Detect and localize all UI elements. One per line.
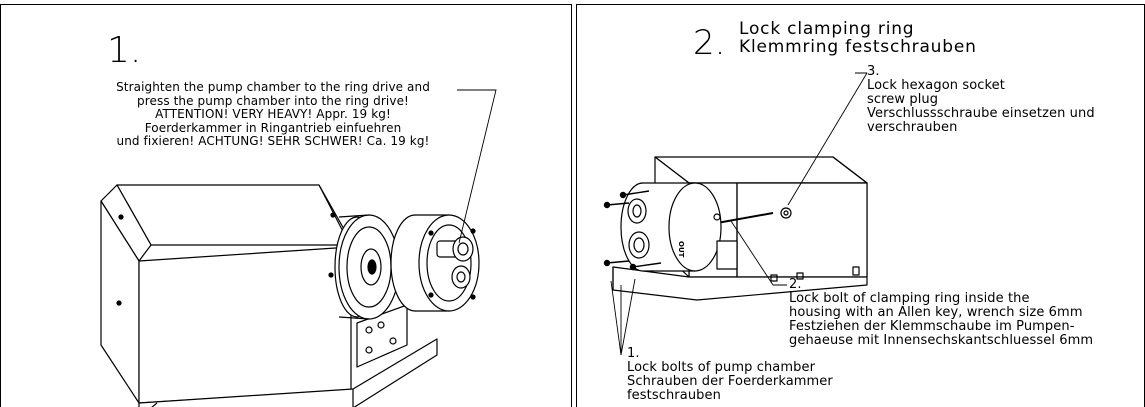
housing-long-face xyxy=(736,182,868,278)
callout-line: festschrauben xyxy=(627,388,721,403)
callout-line: Verschlussschraube einsetzen und xyxy=(867,106,1095,121)
callout-index: 3. xyxy=(867,64,880,79)
instruction-line: ATTENTION! VERY HEAVY! Appr. 19 kg! xyxy=(155,107,391,121)
instruction-line: press the pump chamber into the ring dri… xyxy=(137,93,409,108)
callout-line: Lock bolts of pump chamber xyxy=(627,360,816,375)
callout-2: 2. Lock bolt of clamping ring inside the… xyxy=(789,278,1093,348)
callout-3: 3. Lock hexagon socket screw plug Versch… xyxy=(867,65,1095,135)
title-german: Klemmring festschrauben xyxy=(739,37,977,57)
callout-2-leader xyxy=(730,220,787,286)
instruction-line: und fixieren! ACHTUNG! SEHR SCHWER! Ca. … xyxy=(116,134,430,148)
pump-chamber xyxy=(620,182,738,272)
allen-key xyxy=(716,212,774,224)
out-marking: OUT xyxy=(677,241,685,258)
callout-1: 1. Lock bolts of pump chamber Schrauben … xyxy=(627,347,833,403)
mounting-bracket xyxy=(356,304,408,368)
pump-chamber xyxy=(390,214,480,312)
hexagon-socket-plug xyxy=(780,207,792,219)
callout-line: Lock bolt of clamping ring inside the xyxy=(789,291,1030,306)
housing-long-face xyxy=(138,246,352,404)
step-1-instructions: Straighten the pump chamber to the ring … xyxy=(71,80,475,149)
step-2-drawing: OUT xyxy=(603,72,868,356)
step-number: 1. xyxy=(107,30,142,71)
housing-top-face xyxy=(654,156,868,184)
callout-line: housing with an Allen key, wrench size 6… xyxy=(789,305,1083,320)
callout-line: Festziehen der Klemmschaube im Pumpen- xyxy=(789,319,1075,334)
callout-index: 1. xyxy=(627,346,640,361)
housing-screw-icon xyxy=(118,214,124,220)
callout-leader-line xyxy=(457,89,497,244)
callout-3-leader xyxy=(787,72,868,206)
title-english: Lock clamping ring xyxy=(739,19,915,39)
ring-drive xyxy=(334,214,400,320)
callout-line: gehaeuse mit Innensechskantschluessel 6m… xyxy=(789,333,1094,348)
callout-line: screw plug xyxy=(867,92,939,107)
callout-line: Lock hexagon socket xyxy=(867,78,1005,93)
chamber-bolts xyxy=(603,190,662,271)
step-2-title: Lock clamping ring Klemmring festschraub… xyxy=(739,20,977,56)
step-number: 2. xyxy=(693,23,726,63)
callout-index: 2. xyxy=(789,277,802,292)
step-1-drawing xyxy=(100,89,497,407)
callout-1-leader xyxy=(610,280,622,356)
instruction-line: Foerderkammer in Ringantrieb einfuehren xyxy=(144,120,402,135)
callout-line: verschrauben xyxy=(867,120,958,135)
instruction-line: Straighten the pump chamber to the ring … xyxy=(116,80,430,94)
step-2-panel: OUT 2. Lock clamping ring Klemmring fest… xyxy=(576,4,1145,407)
housing-top-face xyxy=(116,184,354,246)
callout-line: Schrauben der Foerderkammer xyxy=(627,374,833,389)
step-1-panel: 1. Straighten the pump chamber to the ri… xyxy=(0,4,572,407)
